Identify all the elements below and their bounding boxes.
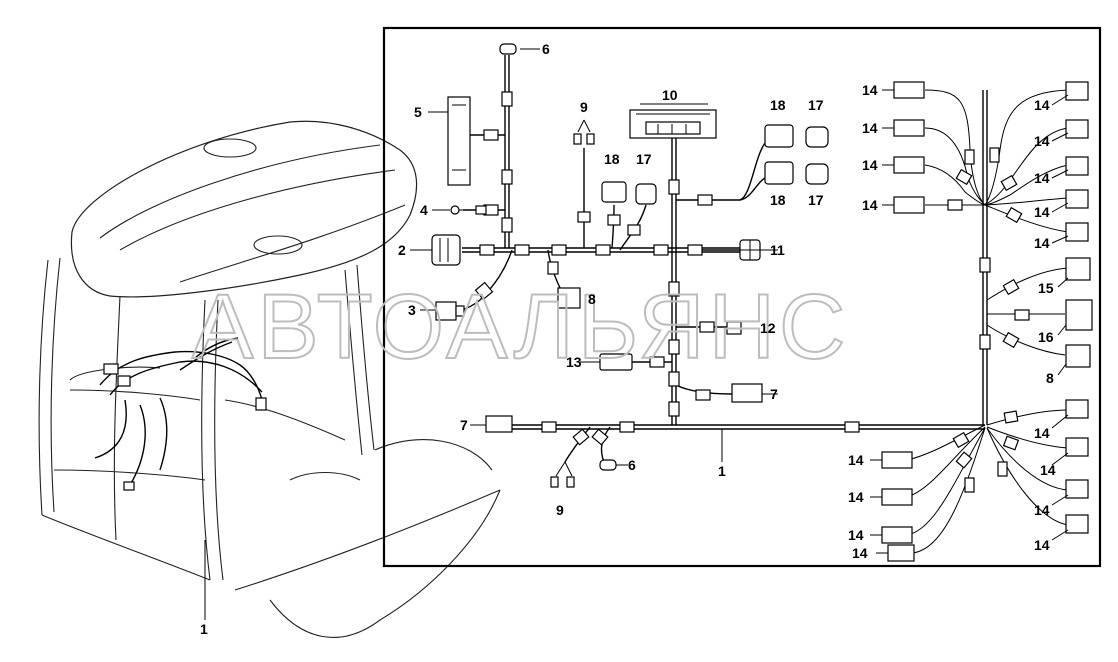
callout-7: 7 xyxy=(770,386,778,402)
callout-9: 9 xyxy=(556,502,564,518)
callout-labels: 6 5 4 2 3 8 9 10 18 17 18 17 18 17 11 12… xyxy=(200,41,1056,637)
callout-17: 17 xyxy=(808,192,824,208)
callout-18: 18 xyxy=(770,97,786,113)
callout-14: 14 xyxy=(852,545,868,561)
callout-17: 17 xyxy=(636,151,652,167)
callout-8: 8 xyxy=(588,291,596,307)
callout-14: 14 xyxy=(848,452,864,468)
callout-14: 14 xyxy=(1034,204,1050,220)
callout-18: 18 xyxy=(604,151,620,167)
callout-14: 14 xyxy=(1034,235,1050,251)
callout-14: 14 xyxy=(1034,133,1050,149)
callout-2: 2 xyxy=(398,242,406,258)
callout-4: 4 xyxy=(420,202,428,218)
callout-6: 6 xyxy=(542,41,550,57)
callout-17: 17 xyxy=(808,97,824,113)
callout-14: 14 xyxy=(1034,97,1050,113)
callout-14: 14 xyxy=(1034,537,1050,553)
callout-9: 9 xyxy=(580,99,588,115)
callout-14: 14 xyxy=(1034,425,1050,441)
callout-10: 10 xyxy=(662,87,678,103)
callout-14: 14 xyxy=(862,197,878,213)
callout-14: 14 xyxy=(1034,170,1050,186)
callout-13: 13 xyxy=(566,354,582,370)
callout-5: 5 xyxy=(414,104,422,120)
components xyxy=(431,43,1093,562)
callout-14: 14 xyxy=(848,489,864,505)
callout-12: 12 xyxy=(760,320,776,336)
callout-18: 18 xyxy=(770,192,786,208)
leader-lines xyxy=(204,48,1069,620)
callout-15: 15 xyxy=(1038,280,1054,296)
callout-1: 1 xyxy=(200,621,208,637)
callout-8: 8 xyxy=(1046,370,1054,386)
callout-7: 7 xyxy=(460,417,468,433)
callout-6: 6 xyxy=(628,457,636,473)
callout-14: 14 xyxy=(862,157,878,173)
callout-14: 14 xyxy=(862,120,878,136)
callout-3: 3 xyxy=(408,302,416,318)
callout-14: 14 xyxy=(848,527,864,543)
cab-illustration xyxy=(38,120,501,638)
diagram-frame xyxy=(382,26,1102,568)
callout-14: 14 xyxy=(862,82,878,98)
callout-1: 1 xyxy=(718,463,726,479)
callout-11: 11 xyxy=(770,242,785,258)
callout-16: 16 xyxy=(1038,329,1054,345)
callout-14: 14 xyxy=(1034,502,1050,518)
watermark: АВТОАЛЬЯНС xyxy=(192,276,850,378)
inline-connectors xyxy=(474,91,1030,493)
callout-14: 14 xyxy=(1040,462,1056,478)
